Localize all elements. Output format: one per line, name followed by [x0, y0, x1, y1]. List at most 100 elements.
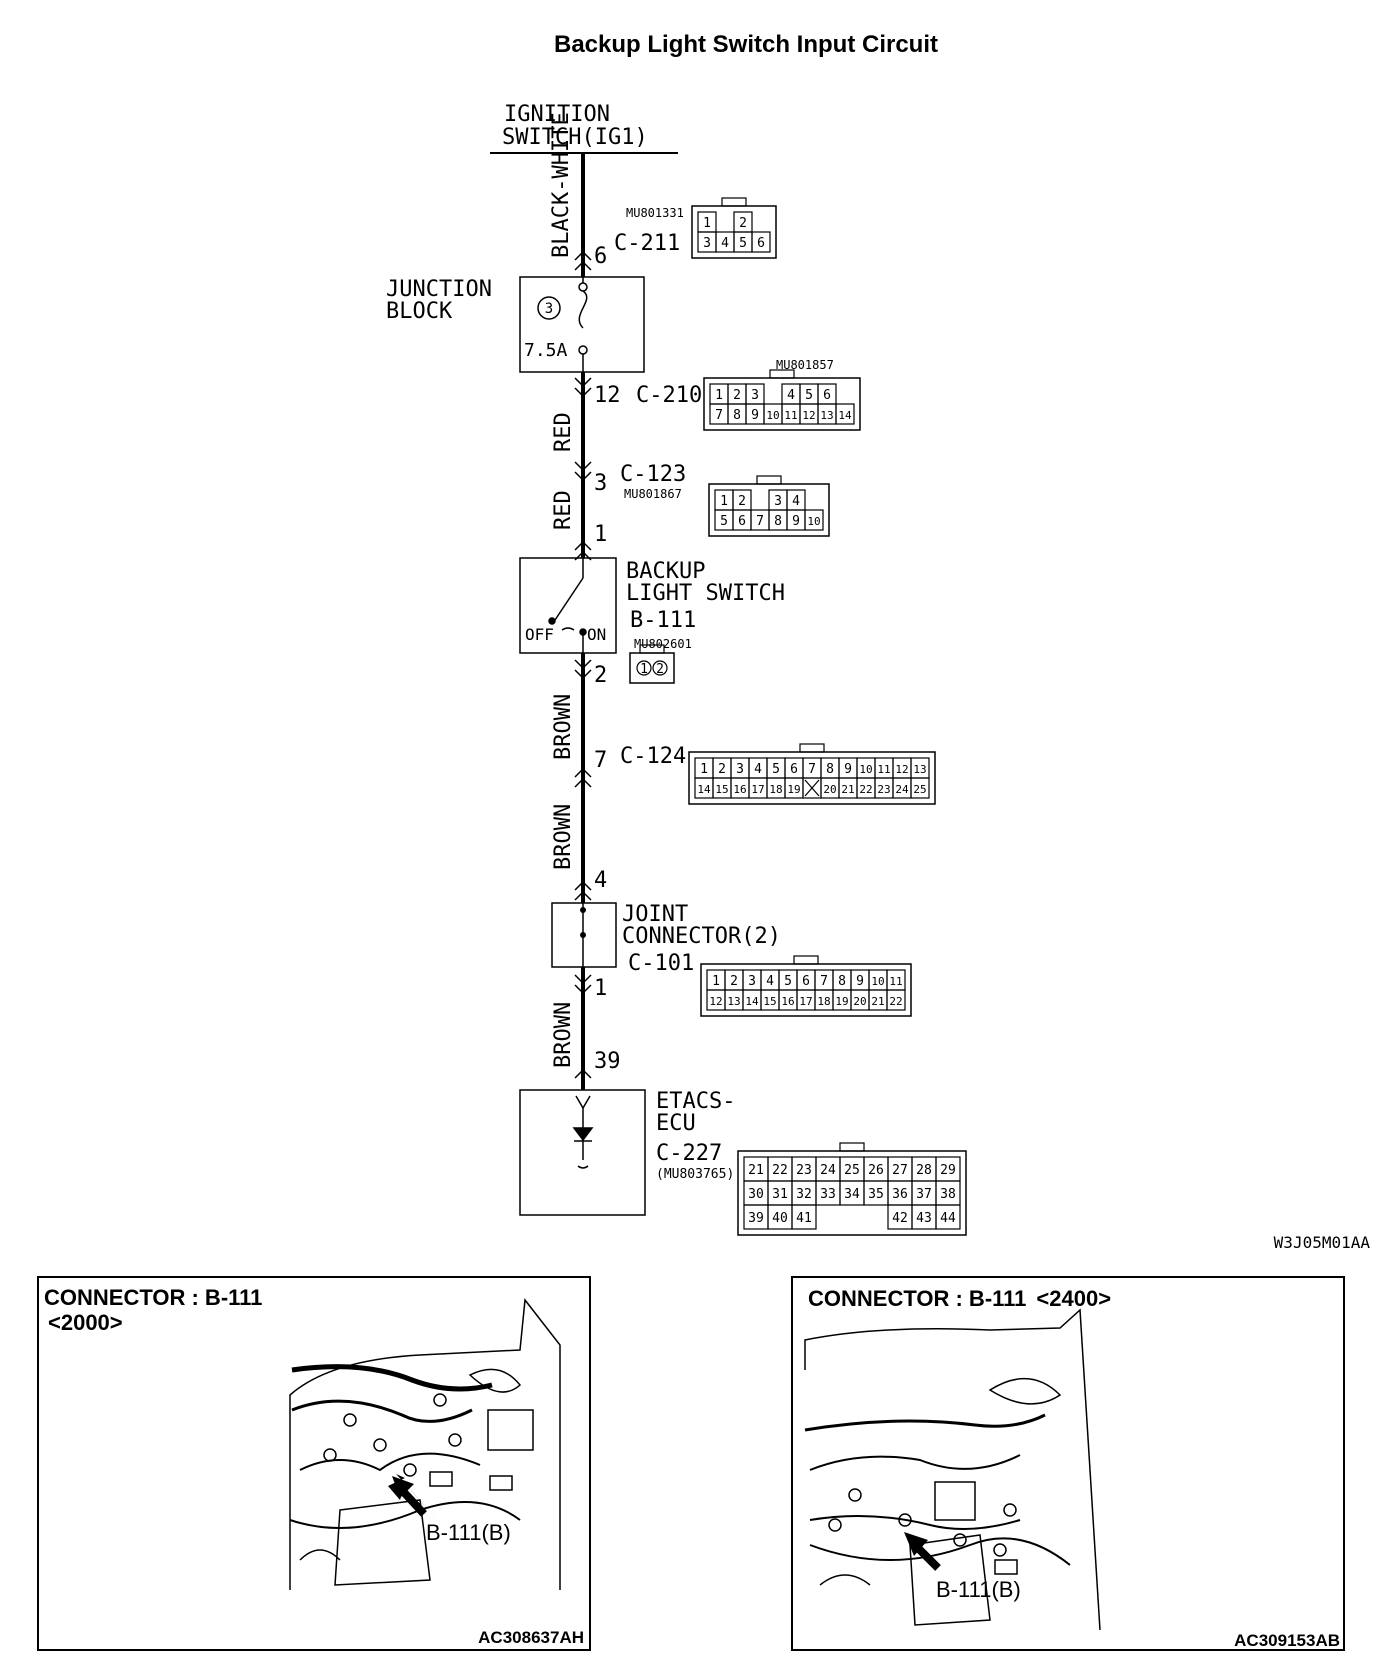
- joint-connector-line2: CONNECTOR(2): [622, 924, 781, 949]
- c227-pin-label: 37: [916, 1187, 932, 1202]
- c101-pin-label: 15: [763, 995, 776, 1008]
- switch-on-label: ON: [587, 625, 606, 644]
- panel-right-code: AC309153AB: [1234, 1631, 1340, 1650]
- c124-pin-label: 6: [790, 762, 798, 777]
- c101-pin-label: 2: [730, 974, 738, 989]
- c227-pin-label: 25: [844, 1163, 860, 1178]
- etacs-box: [519, 1089, 646, 1216]
- c210-pin-label: 4: [787, 388, 795, 403]
- c101-pin-label: 9: [856, 974, 864, 989]
- c123-pin-label: 6: [738, 514, 746, 529]
- wire-color-4: BROWN: [551, 694, 576, 760]
- c101-pin-label: 11: [889, 975, 902, 988]
- c124-latch: [799, 743, 825, 753]
- c101-pin-label: 21: [871, 995, 884, 1008]
- c123-pin-label: 10: [807, 515, 820, 528]
- backup-switch-line2: LIGHT SWITCH: [626, 581, 785, 606]
- c227-pin-label: 29: [940, 1163, 956, 1178]
- c227-pin-label: 23: [796, 1163, 812, 1178]
- panel-left-heading2: <2000>: [48, 1310, 123, 1335]
- c124-pin-label: 15: [715, 783, 728, 796]
- b111-pin-cell: [636, 660, 652, 676]
- c124-pin-label: 7: [808, 762, 816, 777]
- c124-pin-label: 9: [844, 762, 852, 777]
- c227-pin-label: 27: [892, 1163, 908, 1178]
- fuse-rating: 7.5A: [524, 340, 568, 361]
- c124-pin-label: 5: [772, 762, 780, 777]
- c123-pin-label: 4: [792, 494, 800, 509]
- c101-pin-label: 16: [781, 995, 794, 1008]
- c123-pin-label: 7: [756, 514, 764, 529]
- c124-pin-label: 21: [841, 783, 854, 796]
- c210-part: MU801857: [776, 358, 834, 372]
- c101-pin-label: 18: [817, 995, 830, 1008]
- b111-pin-label: 2: [656, 662, 664, 677]
- c211-name: C-211: [614, 231, 680, 256]
- fuse-number-circle: [537, 296, 561, 320]
- c123-pin-label: 1: [720, 494, 728, 509]
- backup-switch-box: [519, 557, 617, 654]
- c101-pin-label: 22: [889, 995, 902, 1008]
- c227-pin-label: 24: [820, 1163, 836, 1178]
- panel-right-frame: [791, 1276, 1345, 1651]
- pin-bls-out: 2: [594, 663, 607, 688]
- c210-pin-label: 3: [751, 388, 759, 403]
- c123-pin-label: 2: [738, 494, 746, 509]
- c101-name: C-101: [628, 951, 694, 976]
- c227-pin-label: 22: [772, 1163, 788, 1178]
- backup-switch-line1: BACKUP: [626, 559, 705, 584]
- panel-right-engine-photo: [804, 1308, 1101, 1631]
- switch-symbol: [548, 558, 587, 653]
- c210-pin-label: 10: [766, 409, 779, 422]
- c227-pin-label: 36: [892, 1187, 908, 1202]
- junction-block-line2: BLOCK: [386, 299, 453, 324]
- c101-pin-label: 6: [802, 974, 810, 989]
- c124-pin-label: 4: [754, 762, 762, 777]
- b111-name: B-111: [630, 608, 696, 633]
- pin-jc-out: 1: [594, 976, 607, 1001]
- c210-pin-label: 8: [733, 408, 741, 423]
- diagram-title: Backup Light Switch Input Circuit: [554, 31, 938, 58]
- wire-color-6: BROWN: [551, 1002, 576, 1068]
- switch-off-label: OFF: [525, 625, 554, 644]
- joint-connector-box: [551, 902, 617, 968]
- wire-connector-markers: [574, 250, 592, 1079]
- c101-pin-label: 5: [784, 974, 792, 989]
- c101-latch: [793, 955, 819, 965]
- c124-pin-label: 8: [826, 762, 834, 777]
- c227-pin-label: 30: [748, 1187, 764, 1202]
- junction-block-line1: JUNCTION: [386, 277, 492, 302]
- c124-pin-label: 12: [895, 763, 908, 776]
- fuse-number: 3: [545, 301, 553, 317]
- c227-pin-label: 41: [796, 1211, 812, 1226]
- c211-pin-label: 3: [703, 236, 711, 251]
- c101-pin-label: 7: [820, 974, 828, 989]
- c124-pin-label: 17: [751, 783, 764, 796]
- c227-part: (MU803765): [656, 1167, 734, 1182]
- pin-jc-in: 4: [594, 868, 607, 893]
- c211-pin-label: 5: [739, 236, 747, 251]
- c124-pin-label: 24: [895, 783, 909, 796]
- c123-pin-cell: [804, 509, 824, 531]
- c211-pin-cell: [751, 231, 771, 253]
- panel-right-callout: B-111(B): [936, 1577, 1021, 1602]
- c210-pin-label: 12: [802, 409, 815, 422]
- c227-pin-label: 40: [772, 1211, 788, 1226]
- etacs-input-symbol: [572, 1095, 594, 1169]
- c124-pin-label: 19: [787, 783, 800, 796]
- c210-pin-label: 11: [784, 409, 797, 422]
- c124-pin-label: 20: [823, 783, 836, 796]
- c210-name: C-210: [636, 383, 702, 408]
- c227-pin-label: 43: [916, 1211, 932, 1226]
- c210-pin-cell: [835, 403, 855, 425]
- panel-left-arrow-head: [392, 1476, 414, 1498]
- c124-pin-label: 13: [913, 763, 926, 776]
- ignition-label-line1: IGNITION: [504, 102, 610, 127]
- c210-pin-label: 6: [823, 388, 831, 403]
- c124-blank-pin-mark: [804, 779, 820, 797]
